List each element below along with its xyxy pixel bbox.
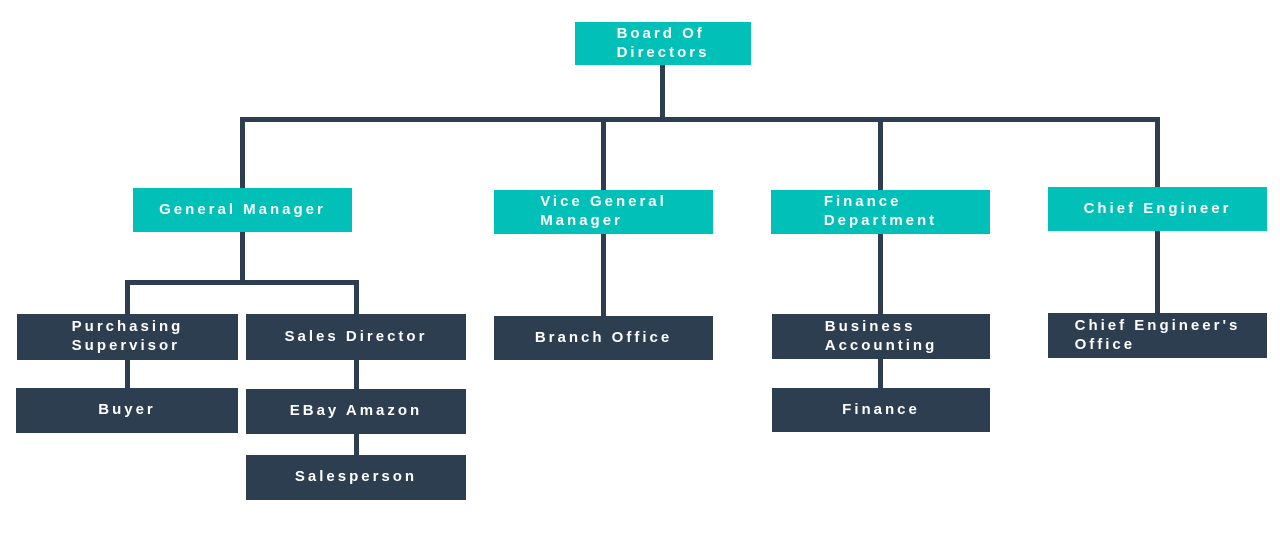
connector-line bbox=[878, 233, 883, 314]
node-purchasing-supervisor[interactable]: Purchasing Supervisor bbox=[17, 314, 238, 360]
node-business-accounting[interactable]: Business Accounting bbox=[772, 314, 990, 359]
connector-line bbox=[1155, 117, 1160, 188]
node-salesperson[interactable]: Salesperson bbox=[246, 455, 466, 500]
node-buyer[interactable]: Buyer bbox=[16, 388, 238, 433]
node-chief-engineers-office[interactable]: Chief Engineer's Office bbox=[1048, 313, 1267, 358]
node-label: EBay Amazon bbox=[289, 402, 423, 420]
node-branch-office[interactable]: Branch Office bbox=[494, 316, 713, 360]
node-label: Business Accounting bbox=[824, 317, 938, 354]
node-label: Purchasing Supervisor bbox=[71, 318, 184, 354]
connector-line bbox=[240, 117, 245, 188]
connector-line bbox=[240, 117, 1160, 122]
connector-line bbox=[1155, 231, 1160, 313]
node-sales-director[interactable]: Sales Director bbox=[246, 314, 466, 360]
connector-line bbox=[125, 280, 130, 314]
node-label: Vice General Manager bbox=[540, 193, 667, 229]
node-vice-general-manager[interactable]: Vice General Manager bbox=[494, 190, 713, 234]
node-chief-engineer[interactable]: Chief Engineer bbox=[1048, 187, 1267, 231]
node-finance[interactable]: Finance bbox=[772, 388, 990, 432]
node-label: General Manager bbox=[159, 200, 326, 218]
node-board-of-directors[interactable]: Board Of Directors bbox=[575, 22, 751, 65]
connector-line bbox=[240, 232, 245, 280]
connector-line bbox=[878, 359, 883, 388]
node-ebay-amazon[interactable]: EBay Amazon bbox=[246, 389, 466, 434]
connector-line bbox=[878, 117, 883, 190]
node-label: Finance Department bbox=[823, 193, 938, 229]
node-label: Board Of Directors bbox=[616, 24, 710, 61]
connector-line bbox=[354, 280, 359, 314]
connector-line bbox=[125, 280, 359, 285]
node-label: Branch Office bbox=[534, 328, 673, 346]
connector-line bbox=[125, 360, 130, 388]
node-label: Chief Engineer's Office bbox=[1074, 316, 1241, 353]
node-label: Sales Director bbox=[284, 327, 428, 345]
connector-line bbox=[354, 434, 359, 455]
connector-line bbox=[601, 117, 606, 190]
node-general-manager[interactable]: General Manager bbox=[133, 188, 352, 232]
connector-line bbox=[601, 233, 606, 316]
node-label: Finance bbox=[842, 400, 920, 418]
connector-line bbox=[660, 64, 665, 119]
node-label: Chief Engineer bbox=[1083, 199, 1232, 217]
node-label: Buyer bbox=[98, 401, 156, 419]
node-label: Salesperson bbox=[294, 468, 418, 486]
node-finance-department[interactable]: Finance Department bbox=[771, 190, 990, 234]
connector-line bbox=[354, 360, 359, 389]
